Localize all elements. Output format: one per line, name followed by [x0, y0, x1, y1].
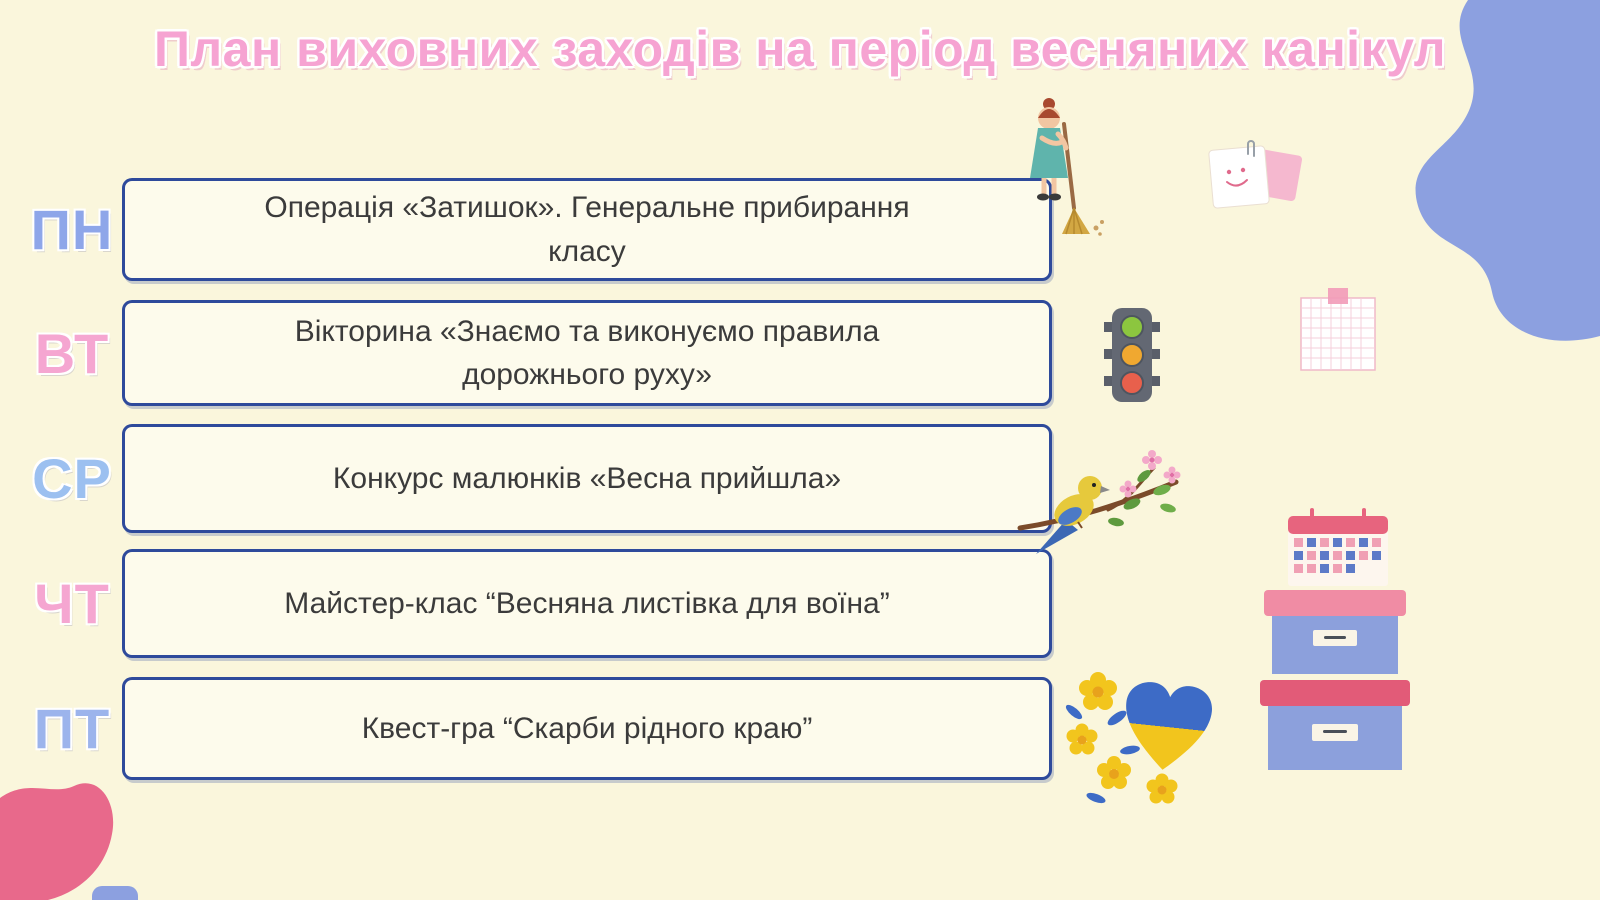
event-text-thu: Майстер-клас “Весняна листівка для воїна…	[284, 586, 890, 620]
event-card-tue: Вікторина «Знаємо та виконуємо правила д…	[122, 300, 1052, 406]
traffic-light-icon	[1104, 308, 1160, 402]
event-text-mon: Операція «Затишок». Генеральне прибиранн…	[264, 191, 910, 268]
event-text-wed: Конкурс малюнків «Весна прийшла»	[332, 461, 842, 495]
day-label-fri: ПТ	[33, 697, 111, 760]
girl-with-broom-illustration	[1030, 98, 1104, 236]
day-label-tue: ВТ	[34, 321, 110, 385]
blue-blob-decoration	[1415, 0, 1600, 341]
grid-note-icon	[1300, 288, 1376, 371]
event-text-fri: Квест-гра “Скарби рідного краю”	[361, 711, 813, 745]
pink-blob-decoration	[0, 783, 114, 900]
day-label-wed: СР	[32, 447, 112, 510]
storage-boxes-icon	[1260, 590, 1410, 770]
bird-on-branch-illustration	[1017, 450, 1181, 554]
event-card-thu: Майстер-клас “Весняна листівка для воїна…	[122, 549, 1052, 658]
event-card-mon: Операція «Затишок». Генеральне прибиранн…	[122, 178, 1052, 281]
day-label-mon: ПН	[30, 198, 114, 261]
flowers-heart-illustration	[1065, 672, 1212, 804]
page-title: План виховних заходів на період весняних…	[153, 21, 1447, 77]
calendar-icon	[1288, 508, 1388, 586]
day-label-thu: ЧТ	[34, 572, 110, 635]
blue-dot-decoration	[92, 886, 138, 900]
event-card-wed: Конкурс малюнків «Весна прийшла»	[122, 424, 1052, 533]
event-card-fri: Квест-гра “Скарби рідного краю”	[122, 677, 1052, 780]
sticky-notes-icon	[1208, 140, 1303, 209]
event-text-tue: Вікторина «Знаємо та виконуємо правила д…	[294, 314, 880, 392]
